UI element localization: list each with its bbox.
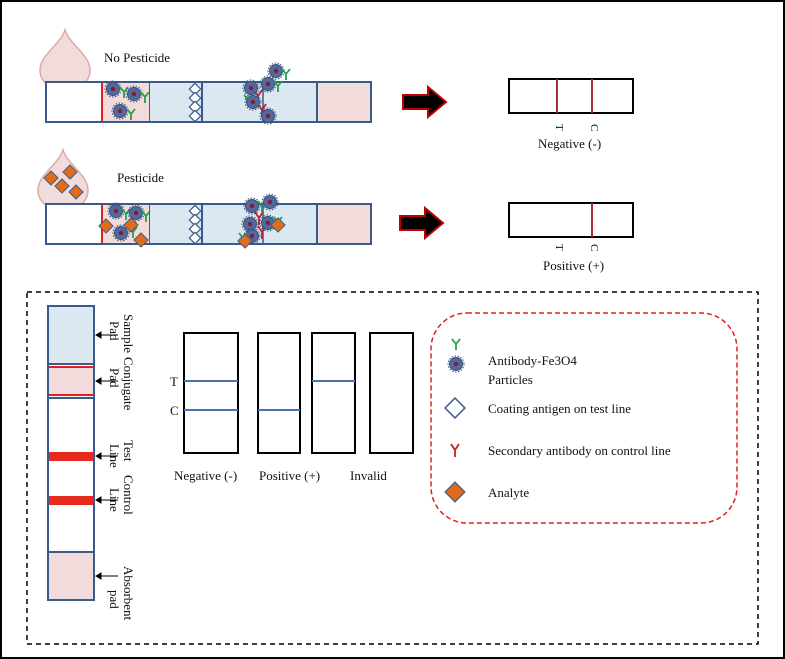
explanation-box [26, 291, 759, 645]
control-label-line2: Line [107, 488, 122, 512]
c-label: C [588, 124, 600, 131]
label-conjugate-pad: Conjugate Pad [107, 357, 136, 411]
invalid-caption: Invalid [350, 468, 387, 483]
analyte-label: Analyte [488, 485, 529, 500]
legend-coating-antigen: Coating antigen on test line [444, 397, 631, 419]
positive-caption: Positive (+) [543, 258, 604, 273]
result-negative: T C Negative (-) [508, 78, 634, 151]
no-pesticide-label: No Pesticide [104, 50, 170, 65]
pesticide-label: Pesticide [117, 170, 164, 185]
legend-analyte: Analyte [444, 481, 529, 503]
control-line [48, 496, 94, 505]
c-label: C [588, 244, 600, 251]
sample-pad [47, 305, 95, 365]
sample-label-line2: Pad [107, 321, 122, 341]
t-label: T [553, 124, 565, 131]
diamond-outline-icon [444, 397, 466, 419]
c-label: C [170, 403, 179, 418]
coating-antigen-label: Coating antigen on test line [488, 401, 631, 416]
label-absorbent-pad: Absorbent pad [107, 566, 136, 621]
secondary-antibody-label: Secondary antibody on control line [488, 443, 671, 458]
absorbent-pad [47, 551, 95, 601]
particle-icon [447, 355, 465, 373]
conjugate-pad [47, 366, 95, 396]
negative-caption: Negative (-) [174, 468, 237, 483]
conjugate-label-line2: Pad [107, 368, 122, 388]
membrane [150, 82, 317, 122]
test-label-line2: Line [107, 444, 122, 468]
sample-label-line1: Sample [121, 314, 136, 353]
absorbent-pad [316, 203, 372, 245]
legend-antibody-particle: Antibody-Fe3O4 Particles [447, 338, 577, 387]
sample-drop-pesticide [37, 147, 89, 211]
cassette-invalid: Invalid [350, 332, 414, 483]
negative-caption: Negative (-) [538, 136, 601, 151]
pointer-arrows [95, 331, 118, 580]
label-sample-pad: Sample Pad [107, 314, 136, 353]
label-test-line: Test Line [107, 440, 136, 468]
conjugate-label-line1: Conjugate [121, 357, 136, 411]
test-line [48, 452, 94, 461]
membrane [150, 204, 317, 244]
positive-caption: Positive (+) [259, 468, 320, 483]
cassette-positive-1 [257, 332, 301, 454]
antibody-label-1: Antibody-Fe3O4 [488, 353, 577, 368]
vertical-strip [47, 305, 95, 601]
strip-no-pesticide [45, 62, 372, 125]
absorbent-label-line1: Absorbent [121, 566, 136, 621]
antibody-icon [451, 338, 461, 351]
cassette-positive-2 [311, 332, 356, 454]
cassette-negative: T C Negative (-) [170, 332, 239, 483]
secondary-antibody-icon [450, 443, 460, 458]
legend-box [430, 312, 738, 524]
label-control-line: Control Line [107, 475, 136, 515]
legend-secondary-antibody: Secondary antibody on control line [450, 443, 671, 458]
absorbent-label-line2: pad [107, 590, 122, 609]
strip-pesticide [45, 193, 372, 249]
arrow-right-icon-2 [399, 205, 445, 241]
result-positive: T C Positive (+) [508, 202, 634, 273]
t-label: T [170, 374, 178, 389]
absorbent-pad [316, 81, 372, 123]
analyte-diamond-icon [444, 481, 466, 503]
arrow-right-icon-1 [402, 84, 448, 120]
antibody-label-2: Particles [488, 372, 533, 387]
control-label-line1: Control [121, 475, 136, 515]
t-label: T [553, 244, 565, 251]
test-label-line1: Test [121, 440, 136, 462]
